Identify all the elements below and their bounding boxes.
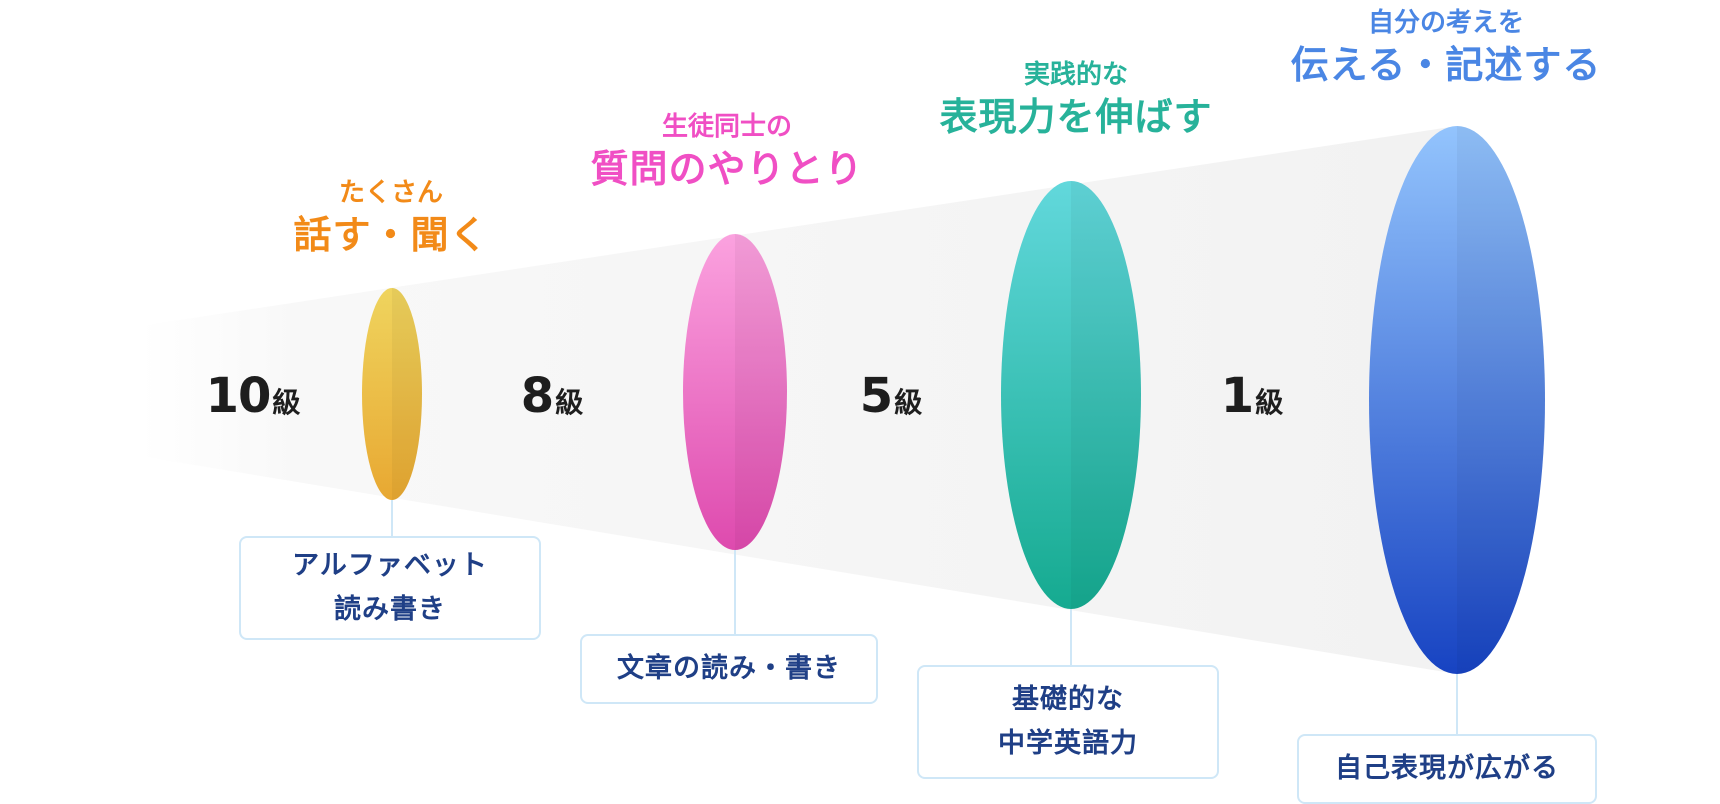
grade-unit: 級 <box>894 386 923 419</box>
skill-line: 中学英語力 <box>998 728 1138 759</box>
connector-grade5 <box>1070 609 1072 667</box>
connector-grade8 <box>734 550 736 636</box>
skill-box-grade8: 文章の読み・書き <box>580 634 878 704</box>
skill-line: 基礎的な <box>1012 684 1124 715</box>
skill-box-grade5: 基礎的な 中学英語力 <box>917 665 1219 779</box>
heading-main: 表現力を伸ばす <box>939 95 1213 139</box>
grade-number: 1 <box>1220 368 1254 424</box>
skill-line: 自己表現が広がる <box>1335 753 1559 784</box>
heading-grade8: 生徒同士の 質問のやりとり <box>590 110 863 194</box>
connector-grade1 <box>1456 674 1458 736</box>
heading-grade5: 実践的な 表現力を伸ばす <box>939 58 1212 142</box>
heading-grade10: たくさん 話す・聞く <box>293 176 488 260</box>
heading-grade1: 自分の考えを 伝える・記述する <box>1291 6 1602 90</box>
heading-sub: 自分の考えを <box>1367 8 1524 38</box>
skill-line: 文章の読み・書き <box>617 653 841 684</box>
grade-number: 10 <box>205 368 272 424</box>
skill-line: 読み書き <box>334 594 446 625</box>
skill-line: アルファベット <box>292 550 488 581</box>
ellipse-grade1 <box>1369 126 1545 674</box>
heading-main: 話す・聞く <box>293 213 489 257</box>
skill-box-grade10: アルファベット 読み書き <box>239 536 541 640</box>
grade-label-8: 8級 <box>521 368 583 424</box>
grade-number: 5 <box>859 368 893 424</box>
heading-main: 質問のやりとり <box>590 147 864 191</box>
connector-grade10 <box>391 500 393 538</box>
grade-unit: 級 <box>1255 386 1284 419</box>
grade-label-5: 5級 <box>860 368 922 424</box>
grade-number: 8 <box>520 368 554 424</box>
ellipse-grade5 <box>1001 181 1141 609</box>
skill-box-grade1: 自己表現が広がる <box>1297 734 1597 804</box>
heading-sub: たくさん <box>338 178 444 208</box>
heading-sub: 生徒同士の <box>661 112 793 142</box>
grade-label-10: 10級 <box>206 368 301 424</box>
grade-unit: 級 <box>555 386 584 419</box>
grade-unit: 級 <box>272 386 301 419</box>
heading-main: 伝える・記述する <box>1290 43 1602 87</box>
heading-sub: 実践的な <box>1023 60 1129 90</box>
grade-label-1: 1級 <box>1221 368 1283 424</box>
